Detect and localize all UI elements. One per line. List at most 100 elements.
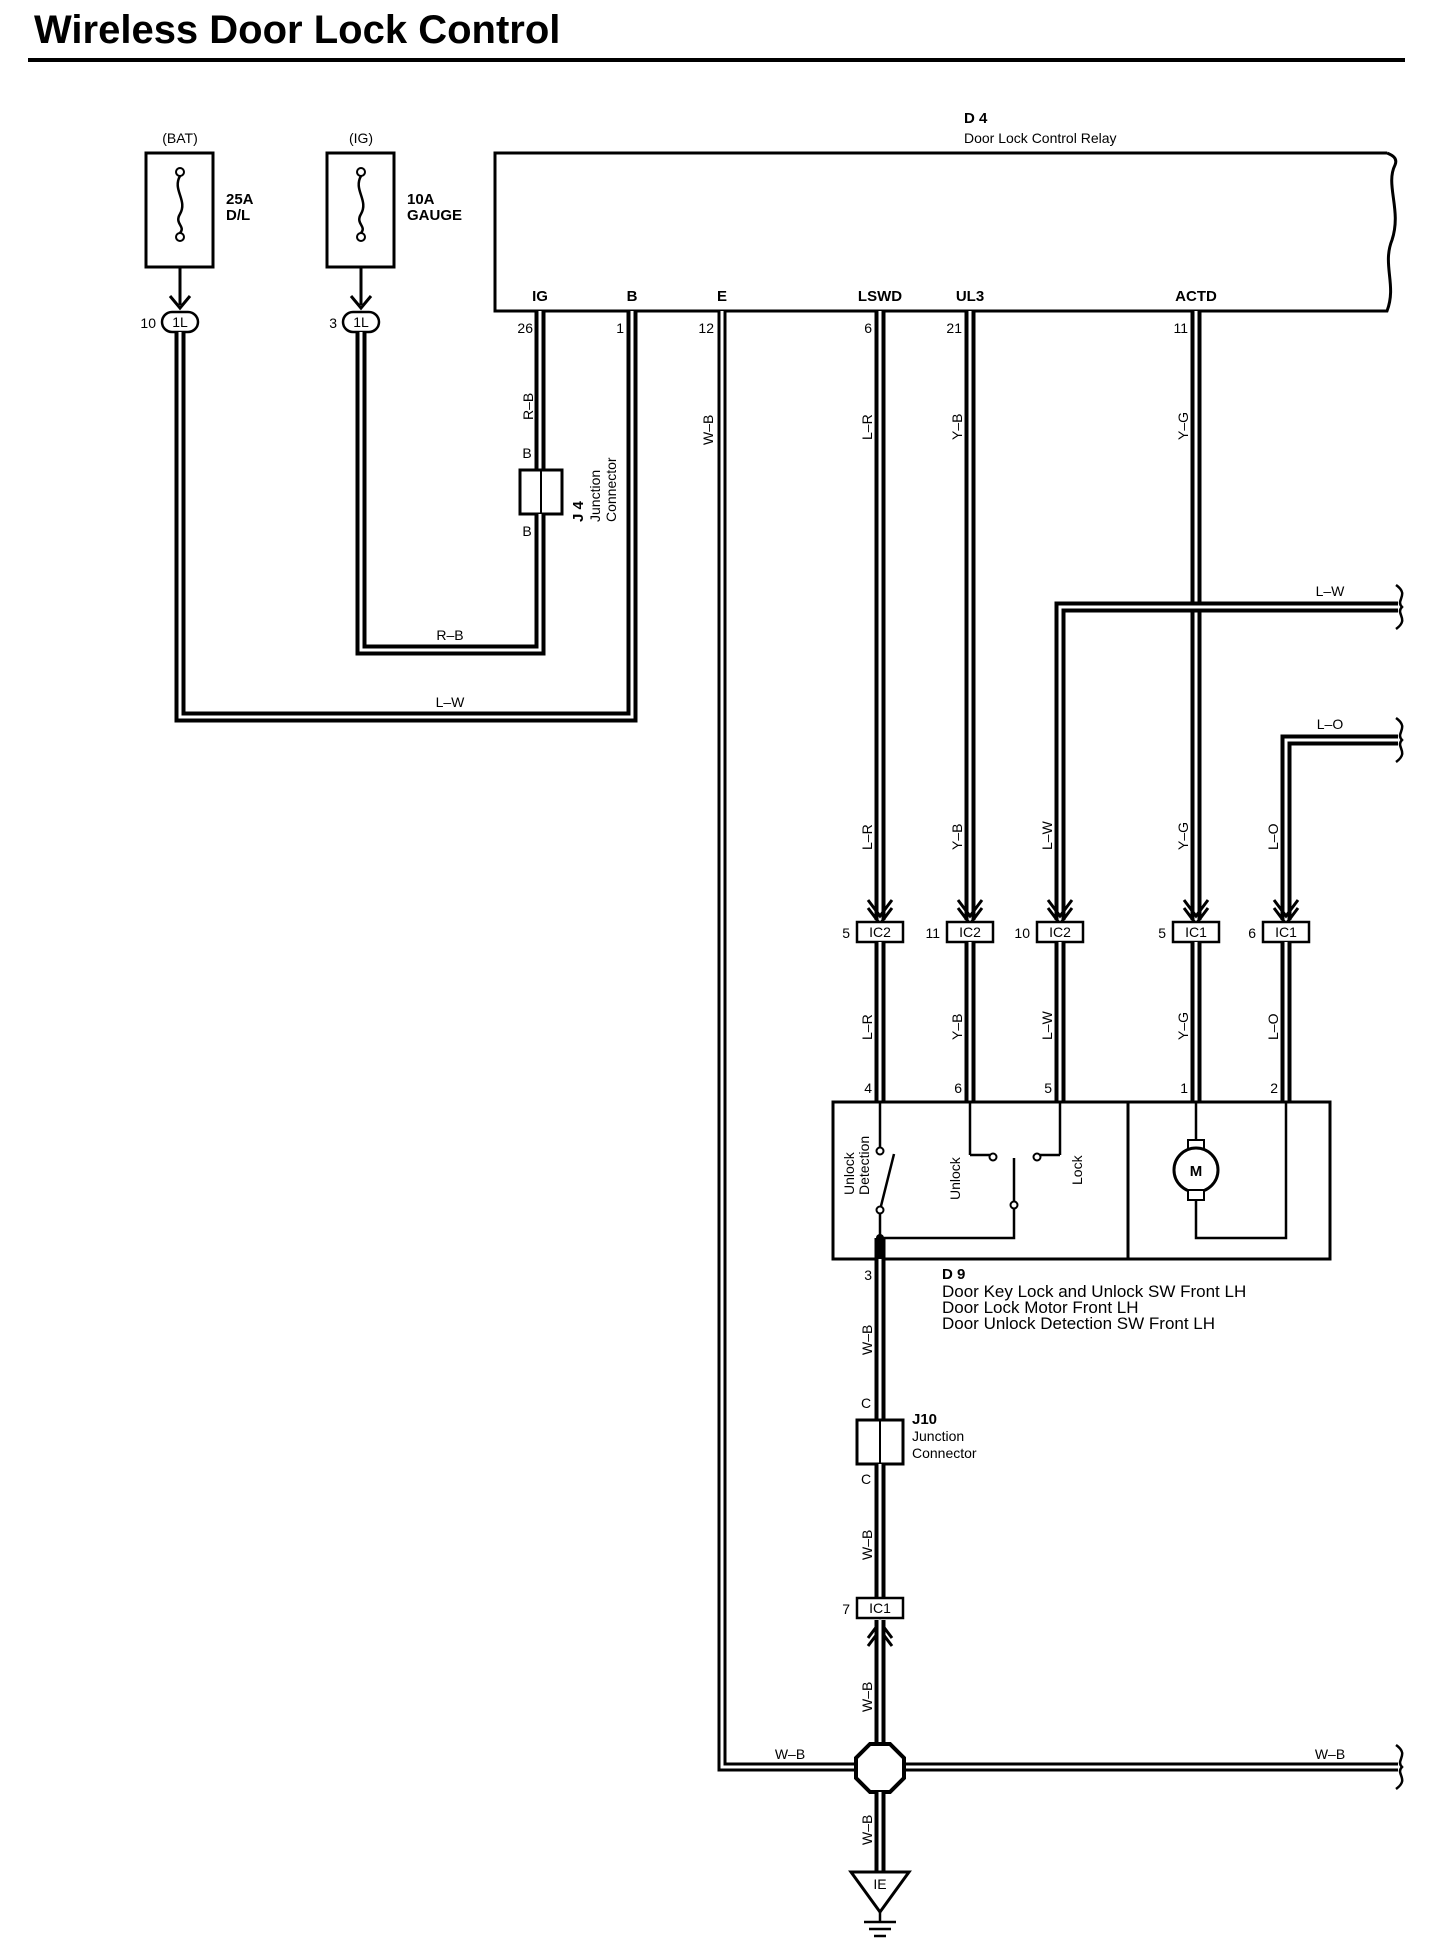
wire-continuation-icon xyxy=(1395,1743,1404,1791)
page-title: Wireless Door Lock Control xyxy=(34,8,560,52)
wire-label-lw-right: L–W xyxy=(1316,583,1346,599)
ground-name: IE xyxy=(873,1876,886,1892)
terminal-ul3: UL3 xyxy=(956,288,984,305)
svg-text:5: 5 xyxy=(842,925,850,941)
svg-text:IC2: IC2 xyxy=(869,924,891,940)
j4-pin-top: B xyxy=(522,445,531,461)
wire-label-wb-splice: W–B xyxy=(859,1682,875,1712)
wire-label-yb-2: Y–B xyxy=(949,824,965,850)
wire-label-wb-j10: W–B xyxy=(859,1530,875,1560)
svg-text:10: 10 xyxy=(1014,925,1030,941)
wire-label-lw-bottom: L–W xyxy=(436,694,466,710)
wire-continuation-icon xyxy=(1395,583,1404,631)
wire-label-yg-2: Y–G xyxy=(1175,822,1191,850)
wire-lw-branch xyxy=(1054,601,1398,920)
svg-text:Unlock: Unlock xyxy=(841,1151,857,1195)
pin-1: 1 xyxy=(616,320,624,336)
pin-6: 6 xyxy=(864,320,872,336)
j10-name1: Junction xyxy=(912,1428,964,1444)
ic-arrows xyxy=(866,899,1300,927)
fuse-symbol-icon xyxy=(356,167,366,242)
splice-point-icon xyxy=(854,1742,906,1794)
terminal-b: B xyxy=(627,288,638,305)
terminal-actd: ACTD xyxy=(1175,288,1217,305)
svg-text:IC1: IC1 xyxy=(1185,924,1207,940)
arrow-down-icon xyxy=(168,295,192,311)
svg-text:5: 5 xyxy=(1158,925,1166,941)
wire-label-lw-2: L–W xyxy=(1039,820,1055,850)
relay-id: D 4 xyxy=(964,110,988,127)
wire-label-lo-2: L–O xyxy=(1265,823,1281,850)
fuse-symbol-icon xyxy=(175,167,185,242)
svg-text:1: 1 xyxy=(1180,1080,1188,1096)
wire-label-wb-left: W–B xyxy=(775,1746,805,1762)
j10-pin-bottom: C xyxy=(861,1471,871,1487)
svg-text:3: 3 xyxy=(864,1267,872,1283)
svg-text:Detection: Detection xyxy=(856,1136,872,1195)
svg-text:Unlock: Unlock xyxy=(947,1156,963,1200)
wires-to-d9: L–R Y–B L–W Y–G L–O xyxy=(859,942,1292,1102)
svg-text:IC2: IC2 xyxy=(959,924,981,940)
fuse-ig-source: (IG) xyxy=(349,130,373,146)
wire-label-rb: R–B xyxy=(436,627,463,643)
fuse-25a: (BAT) 25A D/L xyxy=(144,130,254,269)
fuse-bat-rating: 25A xyxy=(226,191,254,208)
pin-12: 12 xyxy=(698,320,714,336)
svg-text:L–O: L–O xyxy=(1265,1013,1281,1040)
ic-connector-bottom xyxy=(855,1596,905,1620)
j4-name2: Connector xyxy=(603,457,619,522)
wire-continuation-icon xyxy=(1395,716,1404,764)
svg-text:Door Key Lock and Unlock SW Fr: Door Key Lock and Unlock SW Front LH xyxy=(942,1282,1246,1301)
svg-text:L–R: L–R xyxy=(859,1014,875,1040)
wire-label-wb-e: W–B xyxy=(700,415,716,445)
j4-name1: Junction xyxy=(587,470,603,522)
connector-1l-ig-pin: 3 xyxy=(329,315,337,331)
wire-label-lr-1: L–R xyxy=(859,414,875,440)
ground-icon: IE xyxy=(848,1870,912,1938)
svg-text:M: M xyxy=(1190,1163,1203,1180)
ic-bottom-name: IC1 xyxy=(869,1600,891,1616)
wire-label-wb-ground: W–B xyxy=(859,1815,875,1845)
ic-connector-row: IC2 5 IC2 11 IC2 10 IC1 5 IC1 6 xyxy=(842,920,1311,944)
connector-1l-bat-label: 1L xyxy=(172,314,188,330)
wire-label-rb-vert: R–B xyxy=(520,393,536,420)
j10-pin-top: C xyxy=(861,1395,871,1411)
terminal-lswd: LSWD xyxy=(858,288,902,305)
svg-text:IC1: IC1 xyxy=(1275,924,1297,940)
j10-id: J10 xyxy=(912,1411,937,1428)
fuse-ig-name: GAUGE xyxy=(407,207,462,224)
svg-text:IC2: IC2 xyxy=(1049,924,1071,940)
terminal-ig: IG xyxy=(532,288,548,305)
svg-text:11: 11 xyxy=(925,925,940,941)
relay-terminals: IG B E LSWD UL3 ACTD 26 1 12 6 21 11 xyxy=(517,288,1217,336)
fuse-bat-name: D/L xyxy=(226,207,250,224)
d9-body xyxy=(831,1100,1332,1261)
fuse-10a: (IG) 10A GAUGE xyxy=(325,130,462,269)
svg-text:6: 6 xyxy=(954,1080,962,1096)
j4-id: J 4 xyxy=(570,500,587,522)
svg-text:Lock: Lock xyxy=(1069,1154,1085,1185)
svg-text:6: 6 xyxy=(1248,925,1256,941)
fuse-bat-source: (BAT) xyxy=(162,130,198,146)
wire-lw-bat xyxy=(174,311,638,723)
relay-body xyxy=(493,151,1398,313)
wire-lo-branch xyxy=(1280,734,1398,920)
svg-text:Y–G: Y–G xyxy=(1175,1012,1191,1040)
svg-text:Y–B: Y–B xyxy=(949,1014,965,1040)
j4-pin-bottom: B xyxy=(522,523,531,539)
ic-bottom-pin: 7 xyxy=(842,1601,850,1617)
wire-label-yb-1: Y–B xyxy=(949,414,965,440)
d9-component: 4 6 5 1 2 Unlock Detection Unlock Lock M xyxy=(831,1080,1332,1333)
svg-text:2: 2 xyxy=(1270,1080,1278,1096)
wire-rb-gauge xyxy=(355,332,546,656)
fuse-ig-box xyxy=(325,151,396,269)
svg-text:4: 4 xyxy=(864,1080,872,1096)
connector-1l-ig-label: 1L xyxy=(353,314,369,330)
connector-1l-bat-pin: 10 xyxy=(140,315,156,331)
svg-text:L–W: L–W xyxy=(1039,1010,1055,1040)
pin-11: 11 xyxy=(1173,320,1188,336)
terminal-e: E xyxy=(717,288,727,305)
fuse-bat-box xyxy=(144,151,215,269)
pin-26: 26 xyxy=(517,320,533,336)
